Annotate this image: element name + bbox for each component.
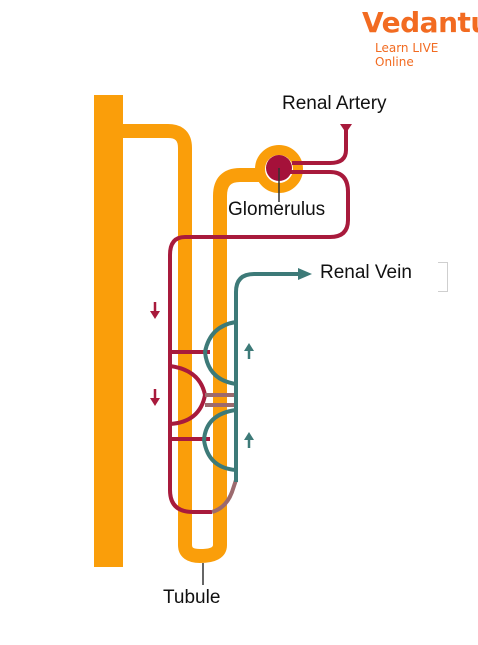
afferent-arteriole	[292, 127, 348, 165]
arteriole-network	[168, 127, 350, 514]
vedantu-logo: Vedantu	[362, 6, 478, 39]
venule-network	[202, 272, 300, 482]
edge-bracket-mark	[438, 262, 448, 292]
arrow-up-icon	[244, 343, 254, 359]
vedantu-tagline: Learn LIVE Online	[375, 41, 439, 69]
tubule-top-connector	[108, 124, 262, 563]
capillary-mix	[205, 393, 238, 514]
label-renal-artery: Renal Artery	[282, 93, 387, 114]
label-tubule: Tubule	[163, 587, 221, 608]
arrow-down-icon	[150, 302, 160, 319]
label-renal-vein: Renal Vein	[320, 262, 412, 283]
collecting-duct	[94, 95, 123, 567]
arrow-down-icon	[150, 389, 160, 406]
vein-outflow-arrowhead	[298, 268, 312, 280]
arterial-inflow-arrowhead	[340, 124, 352, 133]
arrow-up-icon	[244, 432, 254, 448]
label-glomerulus: Glomerulus	[228, 199, 326, 220]
cap-mix-lower	[211, 479, 238, 514]
renal-vein-vessel	[234, 272, 300, 482]
efferent-arteriole	[168, 170, 350, 514]
capillary-loop-venous-2	[202, 408, 237, 472]
capillary-loop-venous-1	[203, 320, 237, 386]
